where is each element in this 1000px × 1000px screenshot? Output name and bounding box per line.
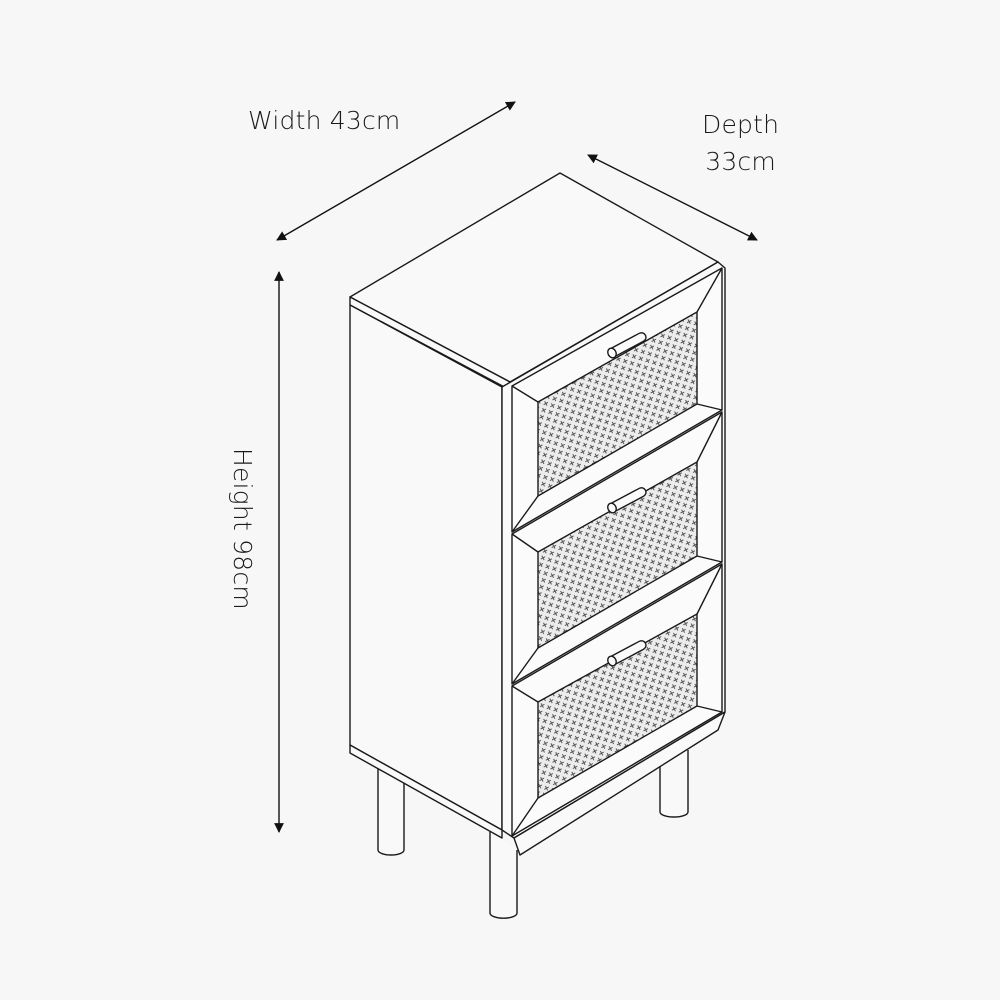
leg-front [489, 832, 518, 919]
drawer-handle-icon [607, 487, 647, 514]
depth-label: Depth 33cm [702, 106, 779, 180]
cabinet-side [349, 304, 503, 831]
drawer-3 [511, 563, 723, 837]
depth-arrow [587, 154, 758, 241]
dimension-arrows [274, 101, 758, 833]
leg-back-left [377, 765, 405, 856]
drawer-1 [511, 267, 723, 533]
drawer-handle-icon [607, 332, 647, 359]
drawer-2 [511, 411, 723, 685]
width-arrow [276, 101, 516, 241]
drawer-handle-icon [607, 640, 647, 667]
height-label: Height 98cm [228, 448, 257, 610]
depth-label-value: 33cm [705, 147, 776, 176]
leg-back-right [659, 750, 689, 818]
width-label: Width 43cm [248, 106, 401, 135]
depth-label-title: Depth [702, 110, 780, 139]
cabinet-drawing [349, 172, 726, 919]
